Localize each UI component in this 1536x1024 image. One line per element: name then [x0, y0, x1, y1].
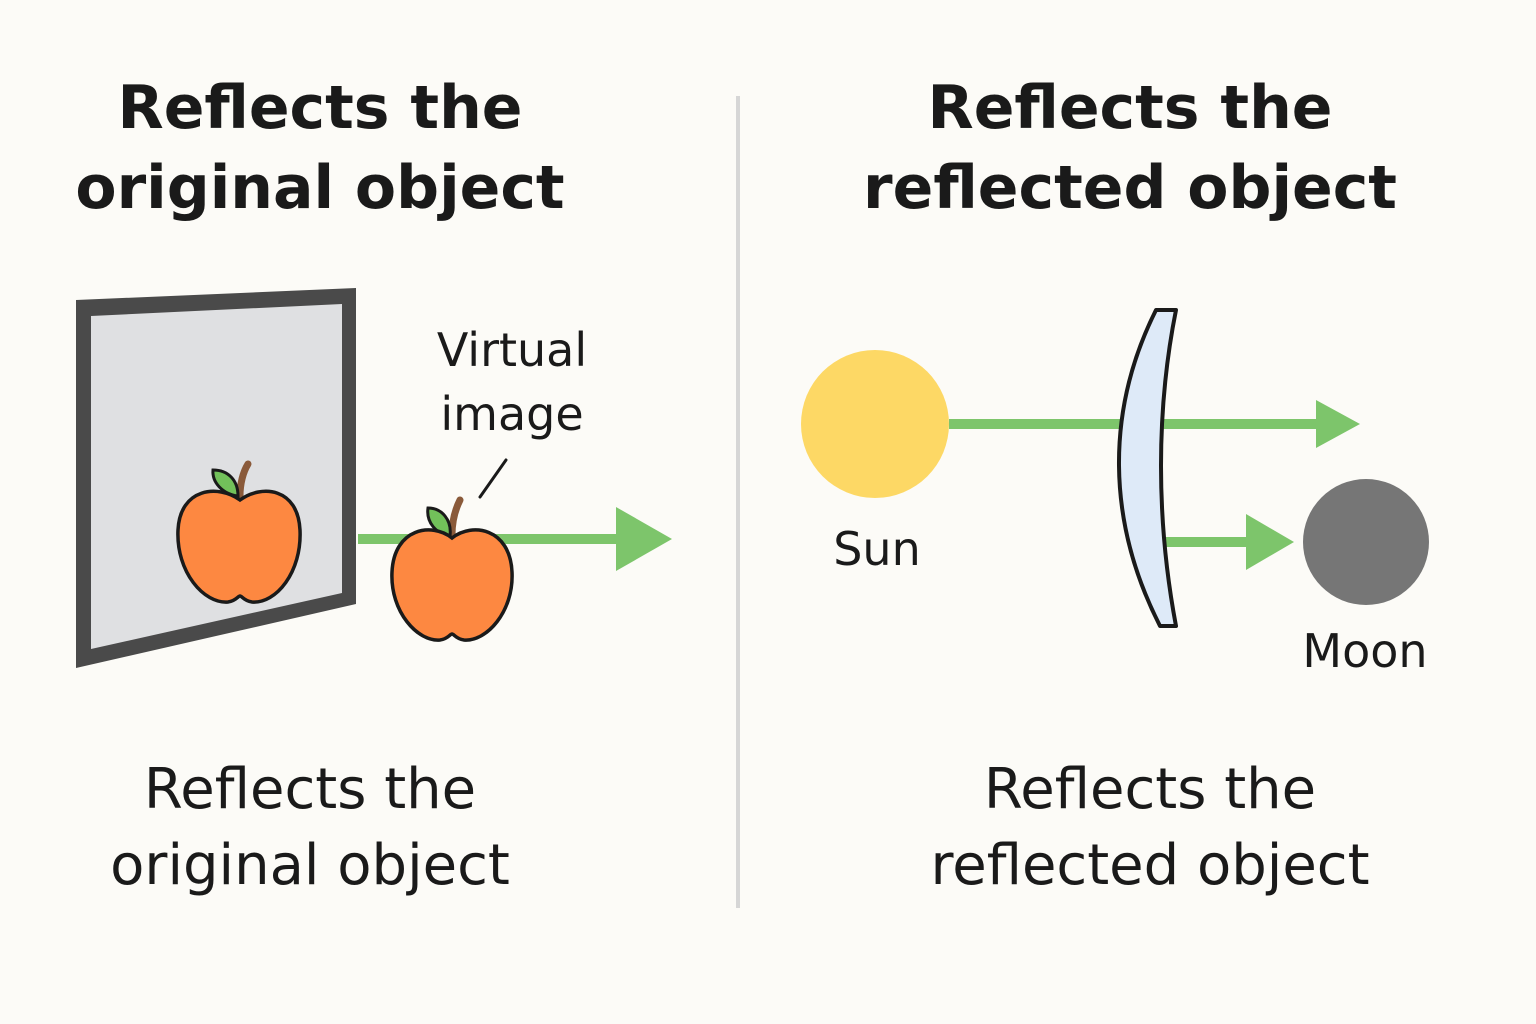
sun-label: Sun	[833, 522, 921, 576]
virtual-label-line-1: Virtual	[436, 323, 588, 377]
left-title-line-2: original object	[75, 153, 565, 223]
right-title-line-2: reflected object	[863, 153, 1397, 223]
right-panel-caption: Reflects the reflected object	[880, 752, 1420, 904]
left-panel-caption: Reflects the original object	[60, 752, 560, 904]
left-caption-line-1: Reflects the	[143, 757, 477, 822]
virtual-image-pointer	[478, 458, 508, 499]
apple-icon-virtual	[390, 496, 514, 642]
concave-mirror-lens	[1117, 308, 1178, 628]
apple-icon-in-mirror	[176, 460, 302, 604]
sun-icon	[801, 350, 949, 498]
virtual-label-line-2: image	[440, 387, 584, 441]
panel-divider	[736, 96, 740, 908]
lower-light-arrow	[1160, 514, 1294, 570]
right-caption-line-1: Reflects the	[983, 757, 1317, 822]
moon-icon	[1303, 479, 1429, 605]
moon-label: Moon	[1302, 624, 1428, 678]
right-panel-title: Reflects the reflected object	[840, 68, 1420, 228]
virtual-image-label: Virtual image	[412, 318, 612, 446]
left-caption-line-2: original object	[110, 833, 510, 898]
right-caption-line-2: reflected object	[930, 833, 1370, 898]
left-title-line-1: Reflects the	[117, 73, 523, 143]
right-title-line-1: Reflects the	[927, 73, 1333, 143]
left-panel-title: Reflects the original object	[60, 68, 580, 228]
